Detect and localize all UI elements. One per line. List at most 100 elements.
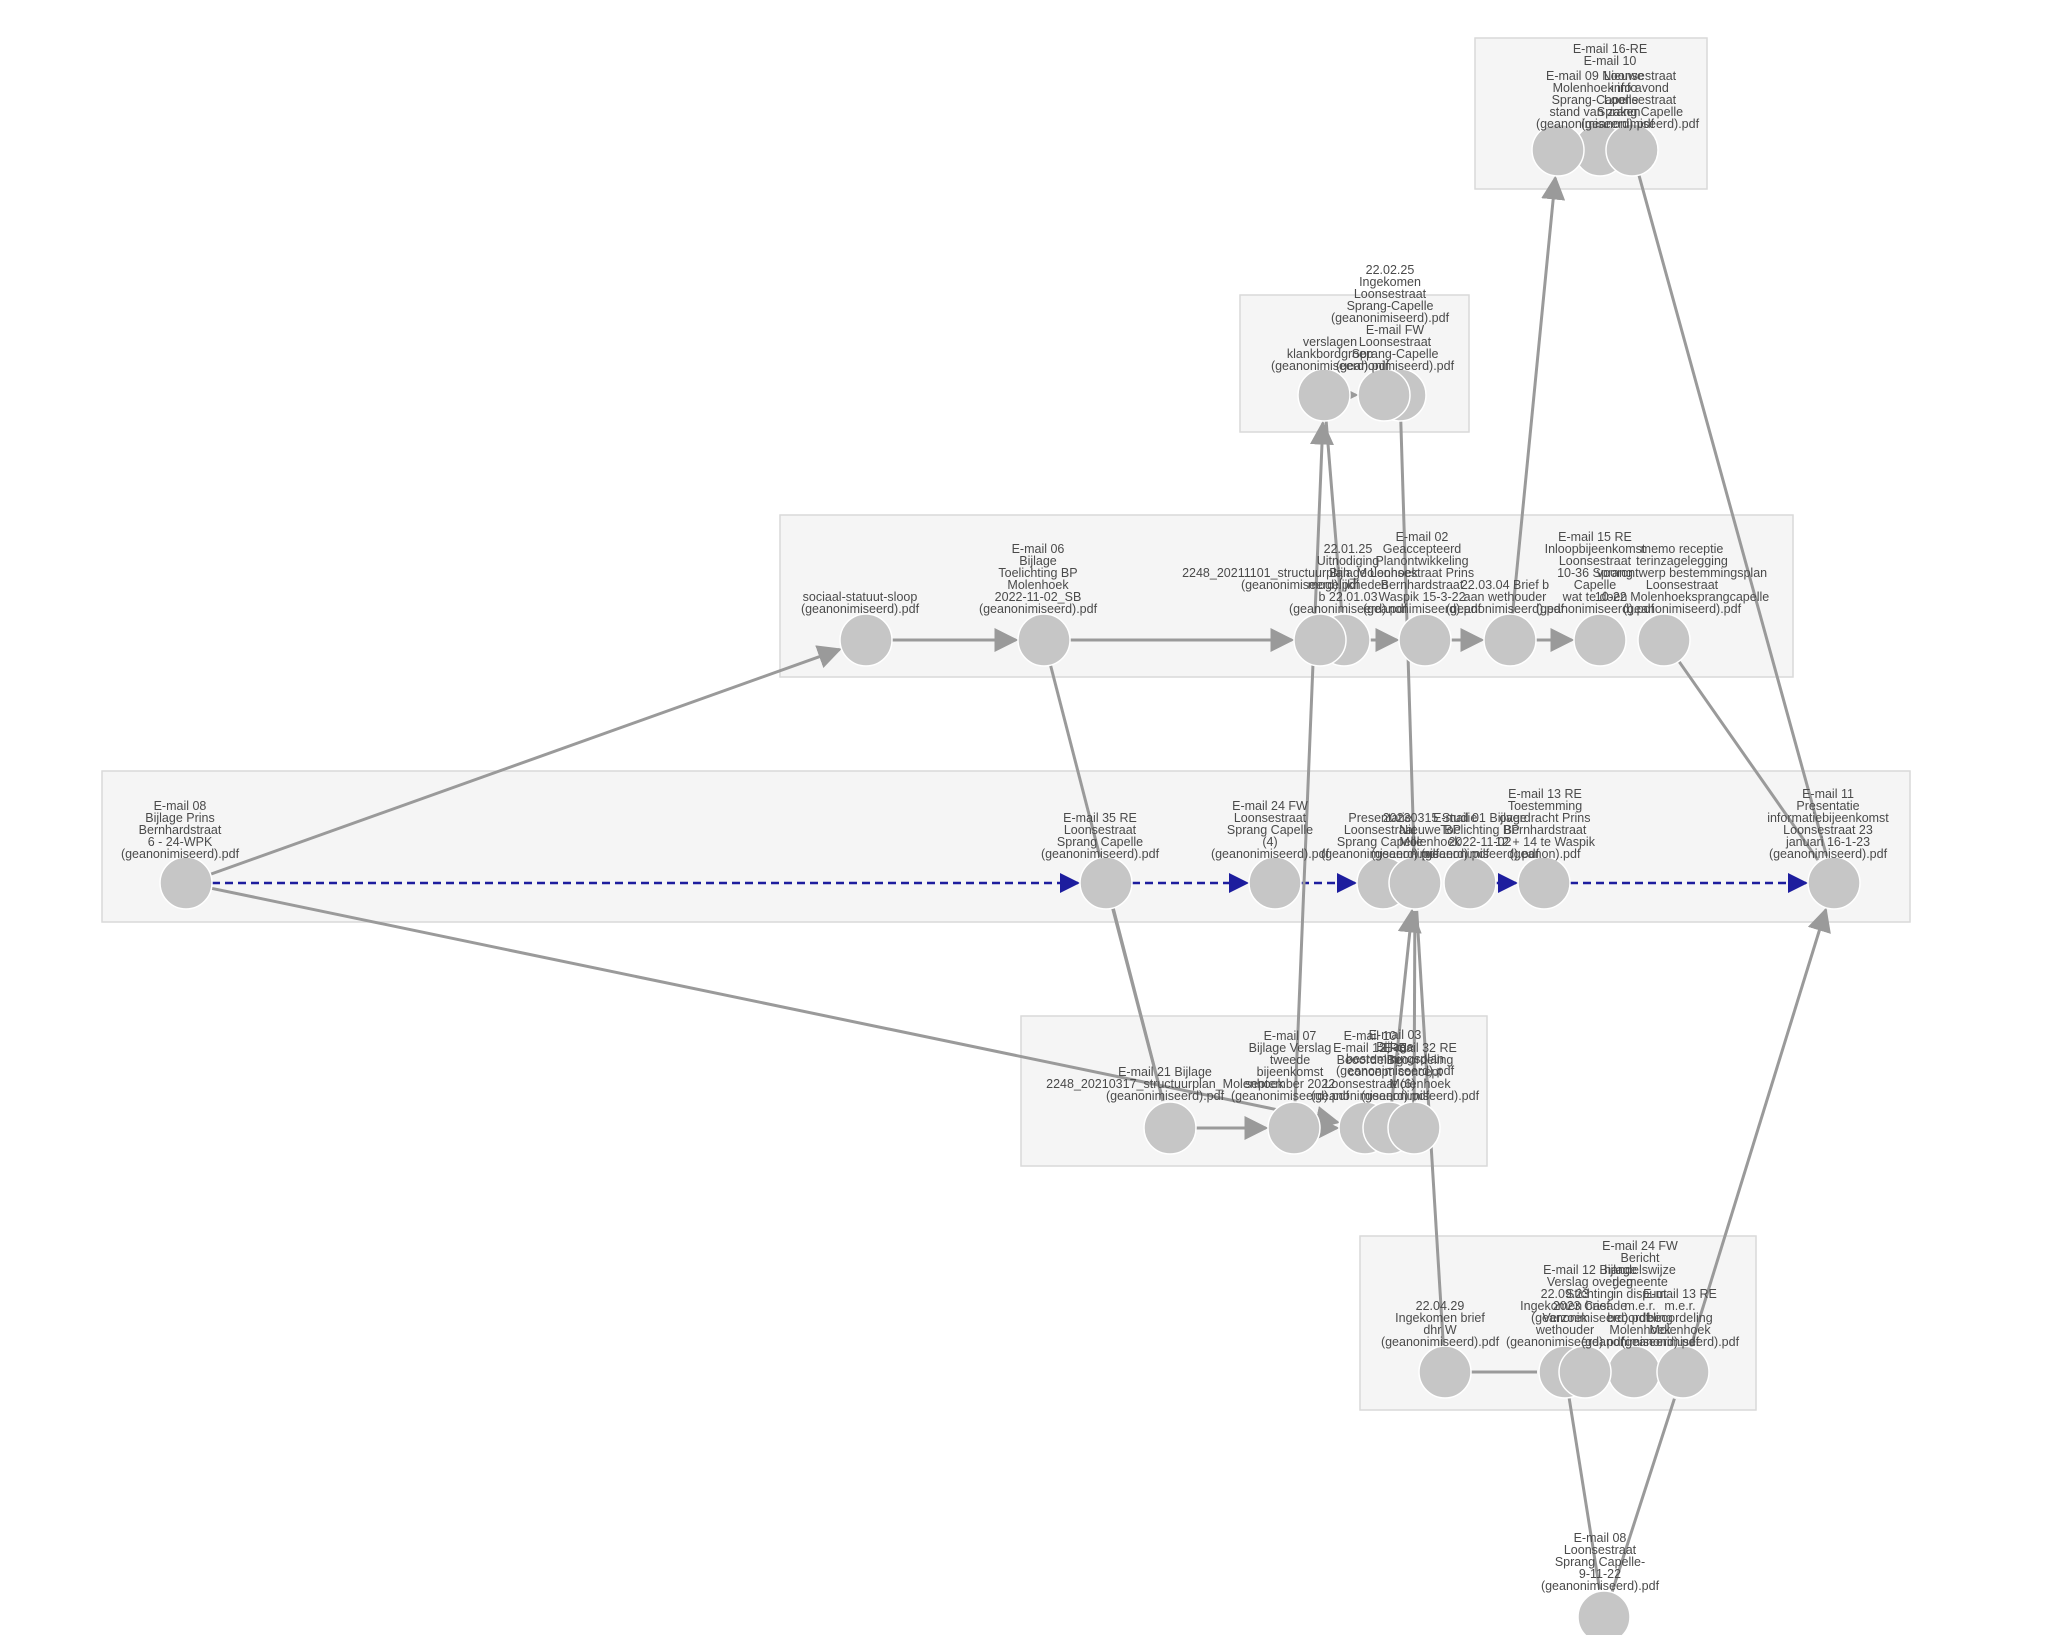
- node-label-line: wat te doen: [1562, 590, 1628, 604]
- node-n_em02[interactable]: [1398, 613, 1452, 667]
- node-label-line: 10-22 Molenhoeksprangcapelle: [1595, 590, 1769, 604]
- node-label-line: Planontwikkeling: [1375, 554, 1468, 568]
- node-label-line: (geanonimiseerd).pdf: [1531, 1311, 1650, 1325]
- node-label-line: 22.03.04 Brief b: [1461, 578, 1549, 592]
- node-label-line: Sprang Capelle-: [1555, 1555, 1645, 1569]
- node-label-line: (geanonimiseerd).pdf: [121, 847, 240, 861]
- node-label-line: 22.04.29: [1416, 1299, 1465, 1313]
- node-n_em32[interactable]: [1387, 1101, 1441, 1155]
- node-label-line: (geanonimiseerd).pdf: [1336, 1064, 1455, 1078]
- node-label-line: b 22.01.03: [1318, 590, 1377, 604]
- node-label-line: (geanonimiseerd).pdf: [1321, 847, 1440, 861]
- node-label-line: Bijlage Prins: [145, 811, 214, 825]
- node-label-line: (geanonimiseerd).pdf: [1769, 847, 1888, 861]
- node-label-line: januari 16-1-23: [1785, 835, 1870, 849]
- node-label-line: Stichting: [1566, 1287, 1614, 1301]
- node-label-line: (geanonimiseerd).pdf: [1361, 1089, 1480, 1103]
- node-label-line: Sprang Capelle: [1227, 823, 1313, 837]
- node-label-line: E-mail 11: [1802, 787, 1854, 801]
- node-label-line: informatiebijeenkomst: [1767, 811, 1889, 825]
- node-label-line: verslagen: [1303, 335, 1357, 349]
- node-label-line: concept: [1398, 1065, 1442, 1079]
- node-n_verslagen[interactable]: [1297, 368, 1351, 422]
- node-label-line: E-mail 01 Bijlage: [1433, 811, 1527, 825]
- node-n_em13b[interactable]: [1656, 1345, 1710, 1399]
- node-n_em08a[interactable]: [159, 856, 213, 910]
- node-label-line: Toelichting BP: [1440, 823, 1519, 837]
- node-n_em08b[interactable]: [1577, 1590, 1631, 1635]
- node-label-line: Loonsestraat: [1234, 811, 1307, 825]
- node-label-line: Presentatie: [1348, 811, 1411, 825]
- node-n_20230315[interactable]: [1388, 856, 1442, 910]
- node-n_em09[interactable]: [1531, 123, 1585, 177]
- node-n_em21[interactable]: [1143, 1101, 1197, 1155]
- node-label-line: (geanonimiseerd).pdf: [1106, 1089, 1225, 1103]
- edge-n_2203-to-n_em09: [1511, 175, 1566, 615]
- node-label-line: Toelichting BP: [998, 566, 1077, 580]
- node-label-line: concept: [1348, 1065, 1392, 1079]
- node-label-line: E-mail 35 RE: [1063, 811, 1137, 825]
- node-n_em24a[interactable]: [1248, 856, 1302, 910]
- node-label-line: Loonsestraat Prins: [1370, 566, 1474, 580]
- node-n_struct1101[interactable]: [1293, 613, 1347, 667]
- node-label-line: 22.02.25: [1366, 263, 1415, 277]
- node-label-line: Ingekomen brief: [1520, 1299, 1610, 1313]
- node-label-line: Beoordeling: [1337, 1053, 1404, 1067]
- node-n_em01[interactable]: [1443, 856, 1497, 910]
- node-label-line: handelswijze: [1604, 1263, 1676, 1277]
- node-label-line: Loonsestraat: [1344, 823, 1417, 837]
- node-n_2203[interactable]: [1483, 613, 1537, 667]
- node-label-line: Bijlage: [1329, 566, 1367, 580]
- node-label-line: in dispuut: [1613, 1287, 1667, 1301]
- edge-n_em13b-to-n_em11: [1689, 907, 1831, 1348]
- node-n_memo[interactable]: [1637, 613, 1691, 667]
- cluster-box-c4: [101, 770, 1911, 923]
- node-n_em35[interactable]: [1079, 856, 1133, 910]
- node-n_em07[interactable]: [1267, 1101, 1321, 1155]
- node-label-line: klankbordgroep: [1287, 347, 1373, 361]
- node-n_loonsavond[interactable]: [1605, 123, 1659, 177]
- node-n_220429[interactable]: [1418, 1345, 1472, 1399]
- node-n_em06[interactable]: [1017, 613, 1071, 667]
- node-n_em24b[interactable]: [1607, 1345, 1661, 1399]
- node-label-line: (geanonimiseerd).pdf: [1506, 1335, 1625, 1349]
- node-label-line: E-mail 08: [154, 799, 207, 813]
- node-label-line: 2022-11-02_SB: [995, 590, 1082, 604]
- edge-n_em08a-to-n_em10b: [211, 886, 1340, 1130]
- node-label-line: Ingekomen: [1359, 275, 1421, 289]
- node-label-line: E-mail 09 Nieuwe: [1546, 69, 1644, 83]
- node-label-line: E-mail 06: [1012, 542, 1065, 556]
- node-n_em11[interactable]: [1807, 856, 1861, 910]
- node-label-line: wethouder: [1535, 1323, 1594, 1337]
- node-label-line: Beoordeling: [1387, 1053, 1454, 1067]
- node-label-line: Bijlage: [1376, 1040, 1414, 1054]
- node-label-line: Molenhoek: [1609, 1323, 1671, 1337]
- node-label-line: Sprang Capelle: [1337, 835, 1423, 849]
- node-n_em15[interactable]: [1573, 613, 1627, 667]
- node-label-line: (geanonimiseerd).pdf: [1421, 847, 1540, 861]
- node-label-line: (geanonimiseerd).pdf: [1536, 602, 1655, 616]
- node-label-line: E-mail 32 RE: [1383, 1041, 1457, 1055]
- edge-n_em03-to-n_20230315: [1390, 908, 1422, 1103]
- node-n_em13a[interactable]: [1517, 856, 1571, 910]
- node-label-line: Loonsestraat: [1559, 554, 1632, 568]
- node-label-line: E-mail 07: [1264, 1029, 1317, 1043]
- node-label-line: memo receptie: [1641, 542, 1724, 556]
- node-n_em12b[interactable]: [1558, 1345, 1612, 1399]
- node-label-line: aan wethouder: [1464, 590, 1547, 604]
- node-n_sloop[interactable]: [839, 613, 893, 667]
- node-label-line: Loonsestraat: [1604, 93, 1677, 107]
- node-label-line: Molenhoek: [1389, 1077, 1451, 1091]
- node-n_emfw[interactable]: [1357, 368, 1411, 422]
